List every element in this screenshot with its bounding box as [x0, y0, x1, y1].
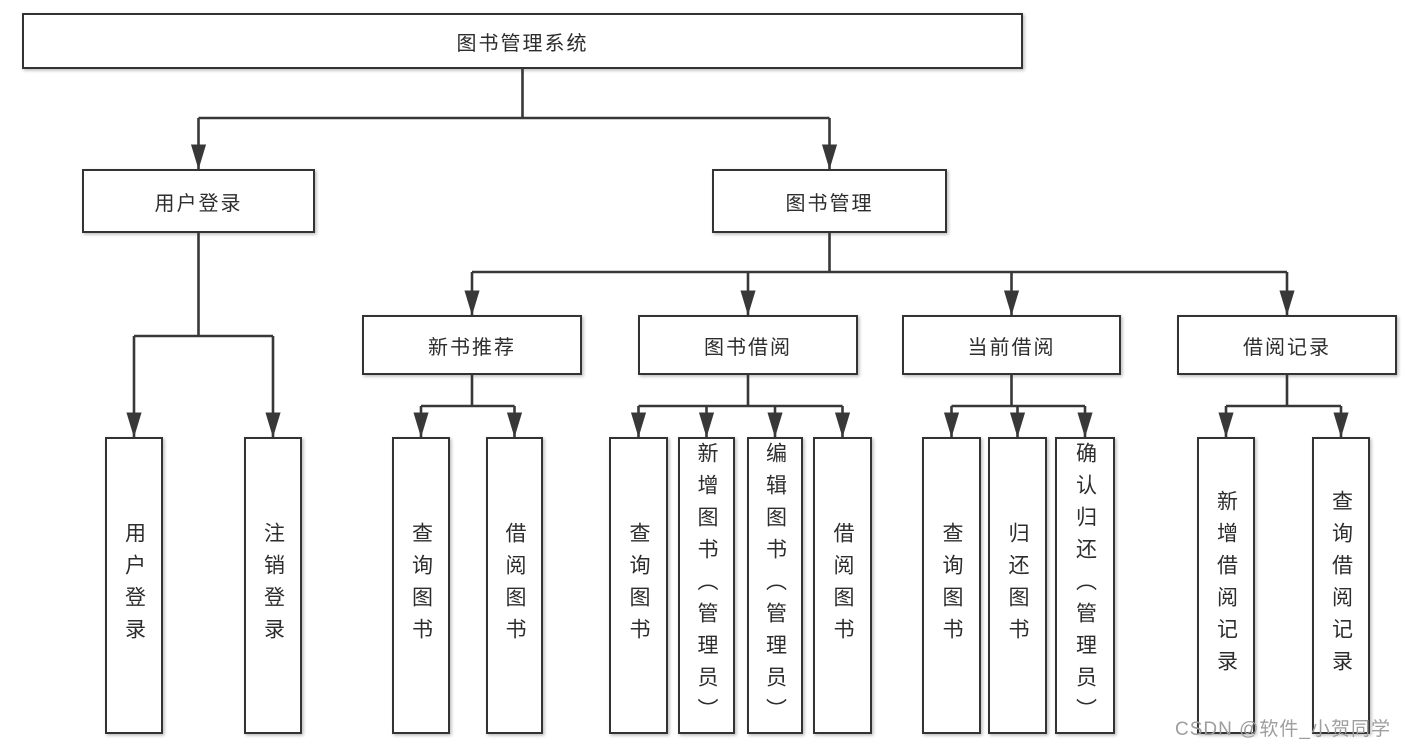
node-leaf-logout: 注销登录: [244, 437, 302, 734]
node-label: 注销登录: [261, 521, 285, 650]
node-leaf-user-login: 用户登录: [105, 437, 163, 734]
node-user-login-branch: 用户登录: [82, 169, 315, 233]
node-leaf-edit-books-admin: 编辑图书（管理员）: [747, 437, 803, 734]
node-label: 当前借阅: [967, 336, 1056, 359]
node-label: 归还图书: [1006, 521, 1029, 650]
node-leaf-add-borrow-record: 新增借阅记录: [1197, 437, 1255, 734]
node-label: 新增借阅记录: [1214, 489, 1238, 682]
node-book-management-branch: 图书管理: [712, 169, 947, 233]
node-current-borrowing: 当前借阅: [902, 315, 1121, 375]
node-label: 用户登录: [122, 521, 146, 650]
node-label: 借阅图书: [831, 521, 854, 650]
node-label: 查询图书: [409, 521, 433, 650]
node-label: 新增图书（管理员）: [695, 441, 718, 730]
node-label: 图书管理系统: [456, 32, 589, 55]
node-label: 查询图书: [627, 521, 650, 650]
node-leaf-borrow-books: 借阅图书: [813, 437, 872, 734]
node-borrowing-records: 借阅记录: [1177, 315, 1397, 375]
node-label: 查询图书: [940, 521, 963, 650]
node-label: 图书借阅: [704, 336, 792, 359]
node-library-management-system: 图书管理系统: [22, 13, 1023, 69]
node-new-book-recommend: 新书推荐: [362, 315, 582, 375]
node-label: 借阅记录: [1243, 336, 1331, 359]
node-label: 用户登录: [154, 192, 243, 215]
node-leaf-search-books-recommend: 查询图书: [392, 437, 450, 734]
node-leaf-search-borrow-record: 查询借阅记录: [1312, 437, 1370, 734]
node-leaf-confirm-return-admin: 确认归还（管理员）: [1055, 437, 1115, 734]
node-label: 确认归还（管理员）: [1073, 441, 1097, 730]
node-book-borrowing: 图书借阅: [638, 315, 858, 375]
watermark: CSDN @软件_小贺同学: [1175, 719, 1391, 740]
node-leaf-return-books: 归还图书: [988, 437, 1047, 734]
node-leaf-search-books-current: 查询图书: [922, 437, 981, 734]
node-label: 编辑图书（管理员）: [763, 441, 787, 730]
node-label: 借阅图书: [503, 521, 526, 650]
node-label: 图书管理: [785, 192, 874, 215]
node-label: 新书推荐: [428, 336, 516, 359]
node-leaf-search-books-borrow: 查询图书: [609, 437, 668, 734]
node-leaf-borrow-books-recommend: 借阅图书: [486, 437, 543, 734]
node-leaf-add-books-admin: 新增图书（管理员）: [678, 437, 735, 734]
node-label: 查询借阅记录: [1329, 489, 1353, 682]
